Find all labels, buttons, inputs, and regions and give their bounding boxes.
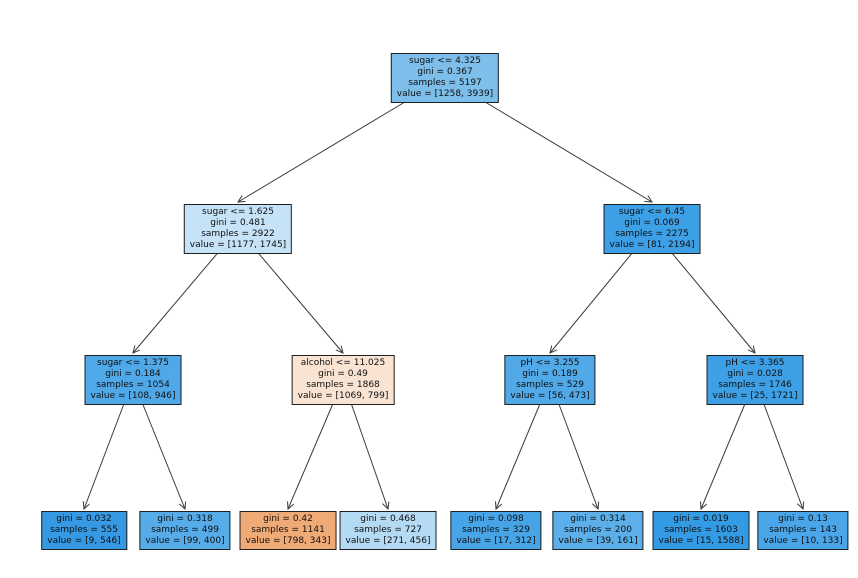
tree-edge-4-10 [350,403,388,509]
tree-edge-2-6 [671,252,755,353]
node-text-line: samples = 200 [564,525,632,535]
node-text-line: value = [99, 400] [145,536,225,546]
node-text-line: samples = 329 [462,525,530,535]
node-text-line: pH <= 3.255 [520,358,580,368]
node-text-line: samples = 1868 [306,380,380,390]
node-text-line: samples = 1746 [718,380,792,390]
node-text-line: gini = 0.318 [157,514,213,524]
node-text-line: gini = 0.481 [210,218,266,228]
node-text-line: gini = 0.367 [417,67,473,77]
node-text-line: sugar <= 1.375 [97,358,169,368]
tree-edge-3-8 [142,403,185,509]
node-text-line: pH <= 3.365 [725,358,785,368]
node-text-line: value = [9, 546] [47,536,121,546]
node-text-line: value = [25, 1721] [712,391,798,401]
node-text-line: gini = 0.189 [522,369,578,379]
node-text-line: value = [10, 133] [763,536,843,546]
node-text-line: value = [1177, 1745] [189,240,287,250]
node-text-line: samples = 2275 [615,229,689,239]
tree-edge-2-5 [550,252,633,353]
node-text-line: gini = 0.42 [263,514,313,524]
node-text-line: samples = 1054 [96,380,170,390]
node-text-line: samples = 499 [151,525,219,535]
node-text-line: samples = 1603 [664,525,738,535]
node-text-line: gini = 0.069 [624,218,680,228]
node-text-line: value = [56, 473] [510,391,590,401]
node-text-line: gini = 0.49 [318,369,368,379]
node-text-line: sugar <= 1.625 [202,207,274,217]
node-text-line: value = [1258, 3939] [396,89,494,99]
node-text-line: value = [81, 2194] [609,240,695,250]
node-text-line: gini = 0.314 [570,514,626,524]
node-text-line: samples = 5197 [408,78,482,88]
node-text-line: value = [39, 161] [558,536,638,546]
node-text-line: value = [108, 946] [90,391,176,401]
node-text-line: gini = 0.019 [673,514,729,524]
tree-edge-0-2 [484,101,652,202]
tree-edge-5-11 [496,403,541,509]
node-text-line: value = [271, 456] [345,536,431,546]
node-text-line: sugar <= 4.325 [409,56,481,66]
node-text-line: sugar <= 6.45 [618,207,686,217]
tree-edge-6-14 [763,403,803,509]
node-text-line: value = [798, 343] [245,536,331,546]
node-text-line: alcohol <= 11.025 [300,358,386,368]
tree-edge-0-1 [238,101,406,202]
node-text-line: samples = 727 [354,525,422,535]
tree-edge-6-13 [701,403,746,509]
node-text-line: gini = 0.13 [778,514,828,524]
node-text-line: gini = 0.028 [727,369,783,379]
node-text-line: gini = 0.184 [105,369,161,379]
node-text-line: value = [1069, 799] [297,391,389,401]
node-text-line: samples = 2922 [201,229,275,239]
tree-edge-1-3 [133,252,219,353]
tree-edge-4-9 [288,403,334,509]
node-text-line: value = [15, 1588] [658,536,744,546]
node-text-line: samples = 529 [516,380,584,390]
node-text-line: samples = 143 [769,525,837,535]
node-text-line: samples = 555 [50,525,118,535]
tree-edge-1-4 [257,252,343,353]
tree-edge-5-12 [558,403,598,509]
tree-edge-3-7 [84,403,125,509]
node-text-line: value = [17, 312] [456,536,536,546]
node-text-line: gini = 0.032 [56,514,112,524]
node-text-line: samples = 1141 [251,525,325,535]
node-text-line: gini = 0.468 [360,514,416,524]
node-text-line: gini = 0.098 [468,514,524,524]
